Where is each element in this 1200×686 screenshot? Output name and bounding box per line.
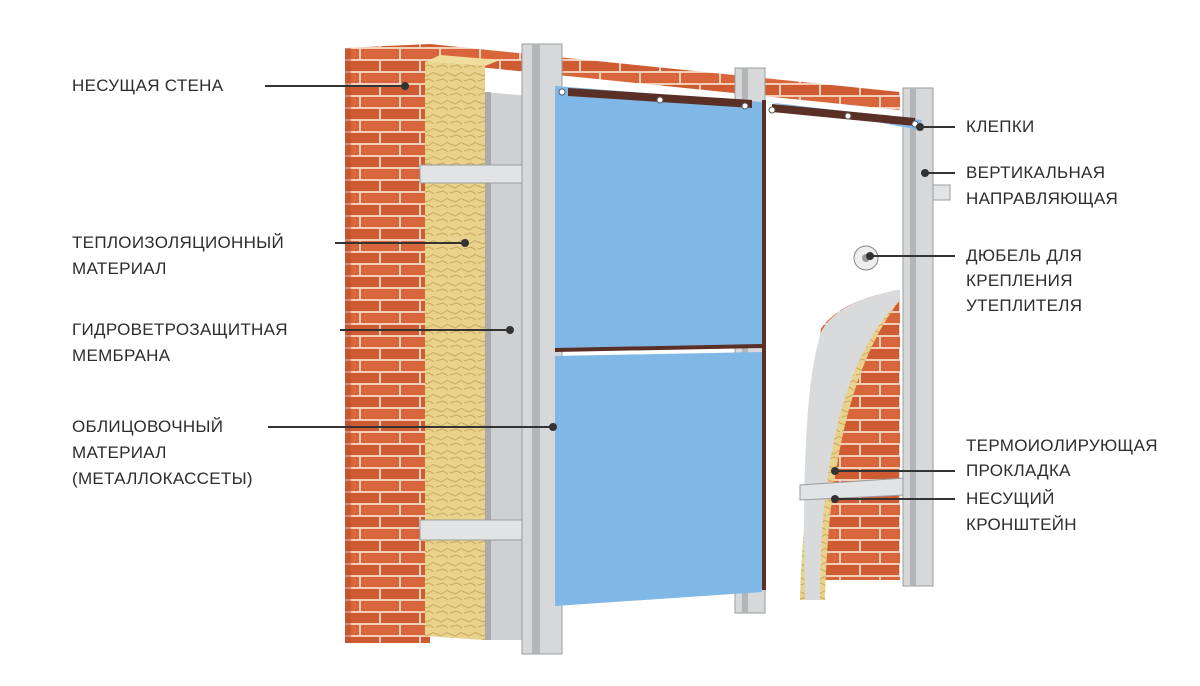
label-vertical-rail: ВЕРТИКАЛЬНАЯ НАПРАВЛЯЮЩАЯ [966, 160, 1118, 212]
wind-membrane [485, 92, 900, 640]
cladding-panels [554, 86, 922, 606]
label-cladding: ОБЛИЦОВОЧНЫЙ МАТЕРИАЛ (МЕТАЛЛОКАССЕТЫ) [72, 414, 253, 492]
label-membrane: ГИДРОВЕТРОЗАЩИТНАЯ МЕМБРАНА [72, 317, 288, 369]
label-bracket: НЕСУЩИЙ КРОНШТЕЙН [966, 486, 1077, 538]
label-line: МАТЕРИАЛ [72, 443, 167, 462]
label-line: ГИДРОВЕТРОЗАЩИТНАЯ [72, 320, 288, 339]
label-thermal-pad: ТЕРМОИОЛИРУЮЩАЯ ПРОКЛАДКА [966, 433, 1158, 483]
label-dowel: ДЮБЕЛЬ ДЛЯ КРЕПЛЕНИЯ УТЕПЛИТЕЛЯ [966, 243, 1082, 318]
label-line: ОБЛИЦОВОЧНЫЙ [72, 417, 224, 436]
label-line: ПРОКЛАДКА [966, 461, 1071, 480]
label-line: НЕСУЩАЯ СТЕНА [72, 76, 224, 95]
label-line: (МЕТАЛЛОКАССЕТЫ) [72, 469, 253, 488]
label-line: МЕМБРАНА [72, 346, 171, 365]
label-line: МАТЕРИАЛ [72, 259, 167, 278]
label-rivets: КЛЕПКИ [966, 114, 1035, 140]
label-line: ТЕРМОИОЛИРУЮЩАЯ [966, 436, 1158, 455]
label-line: УТЕПЛИТЕЛЯ [966, 296, 1083, 315]
insulation-layer [425, 55, 900, 640]
label-load-bearing-wall: НЕСУЩАЯ СТЕНА [72, 73, 223, 99]
leader-lines [265, 82, 955, 503]
label-line: НЕСУЩИЙ [966, 489, 1055, 508]
label-line: КЛЕПКИ [966, 117, 1035, 136]
label-line: КРЕПЛЕНИЯ [966, 271, 1073, 290]
label-line: КРОНШТЕЙН [966, 515, 1077, 534]
label-line: ДЮБЕЛЬ ДЛЯ [966, 246, 1083, 265]
label-insulation: ТЕПЛОИЗОЛЯЦИОННЫЙ МАТЕРИАЛ [72, 230, 284, 282]
label-line: НАПРАВЛЯЮЩАЯ [966, 189, 1119, 208]
label-line: ТЕПЛОИЗОЛЯЦИОННЫЙ [72, 233, 285, 252]
label-line: ВЕРТИКАЛЬНАЯ [966, 163, 1106, 182]
